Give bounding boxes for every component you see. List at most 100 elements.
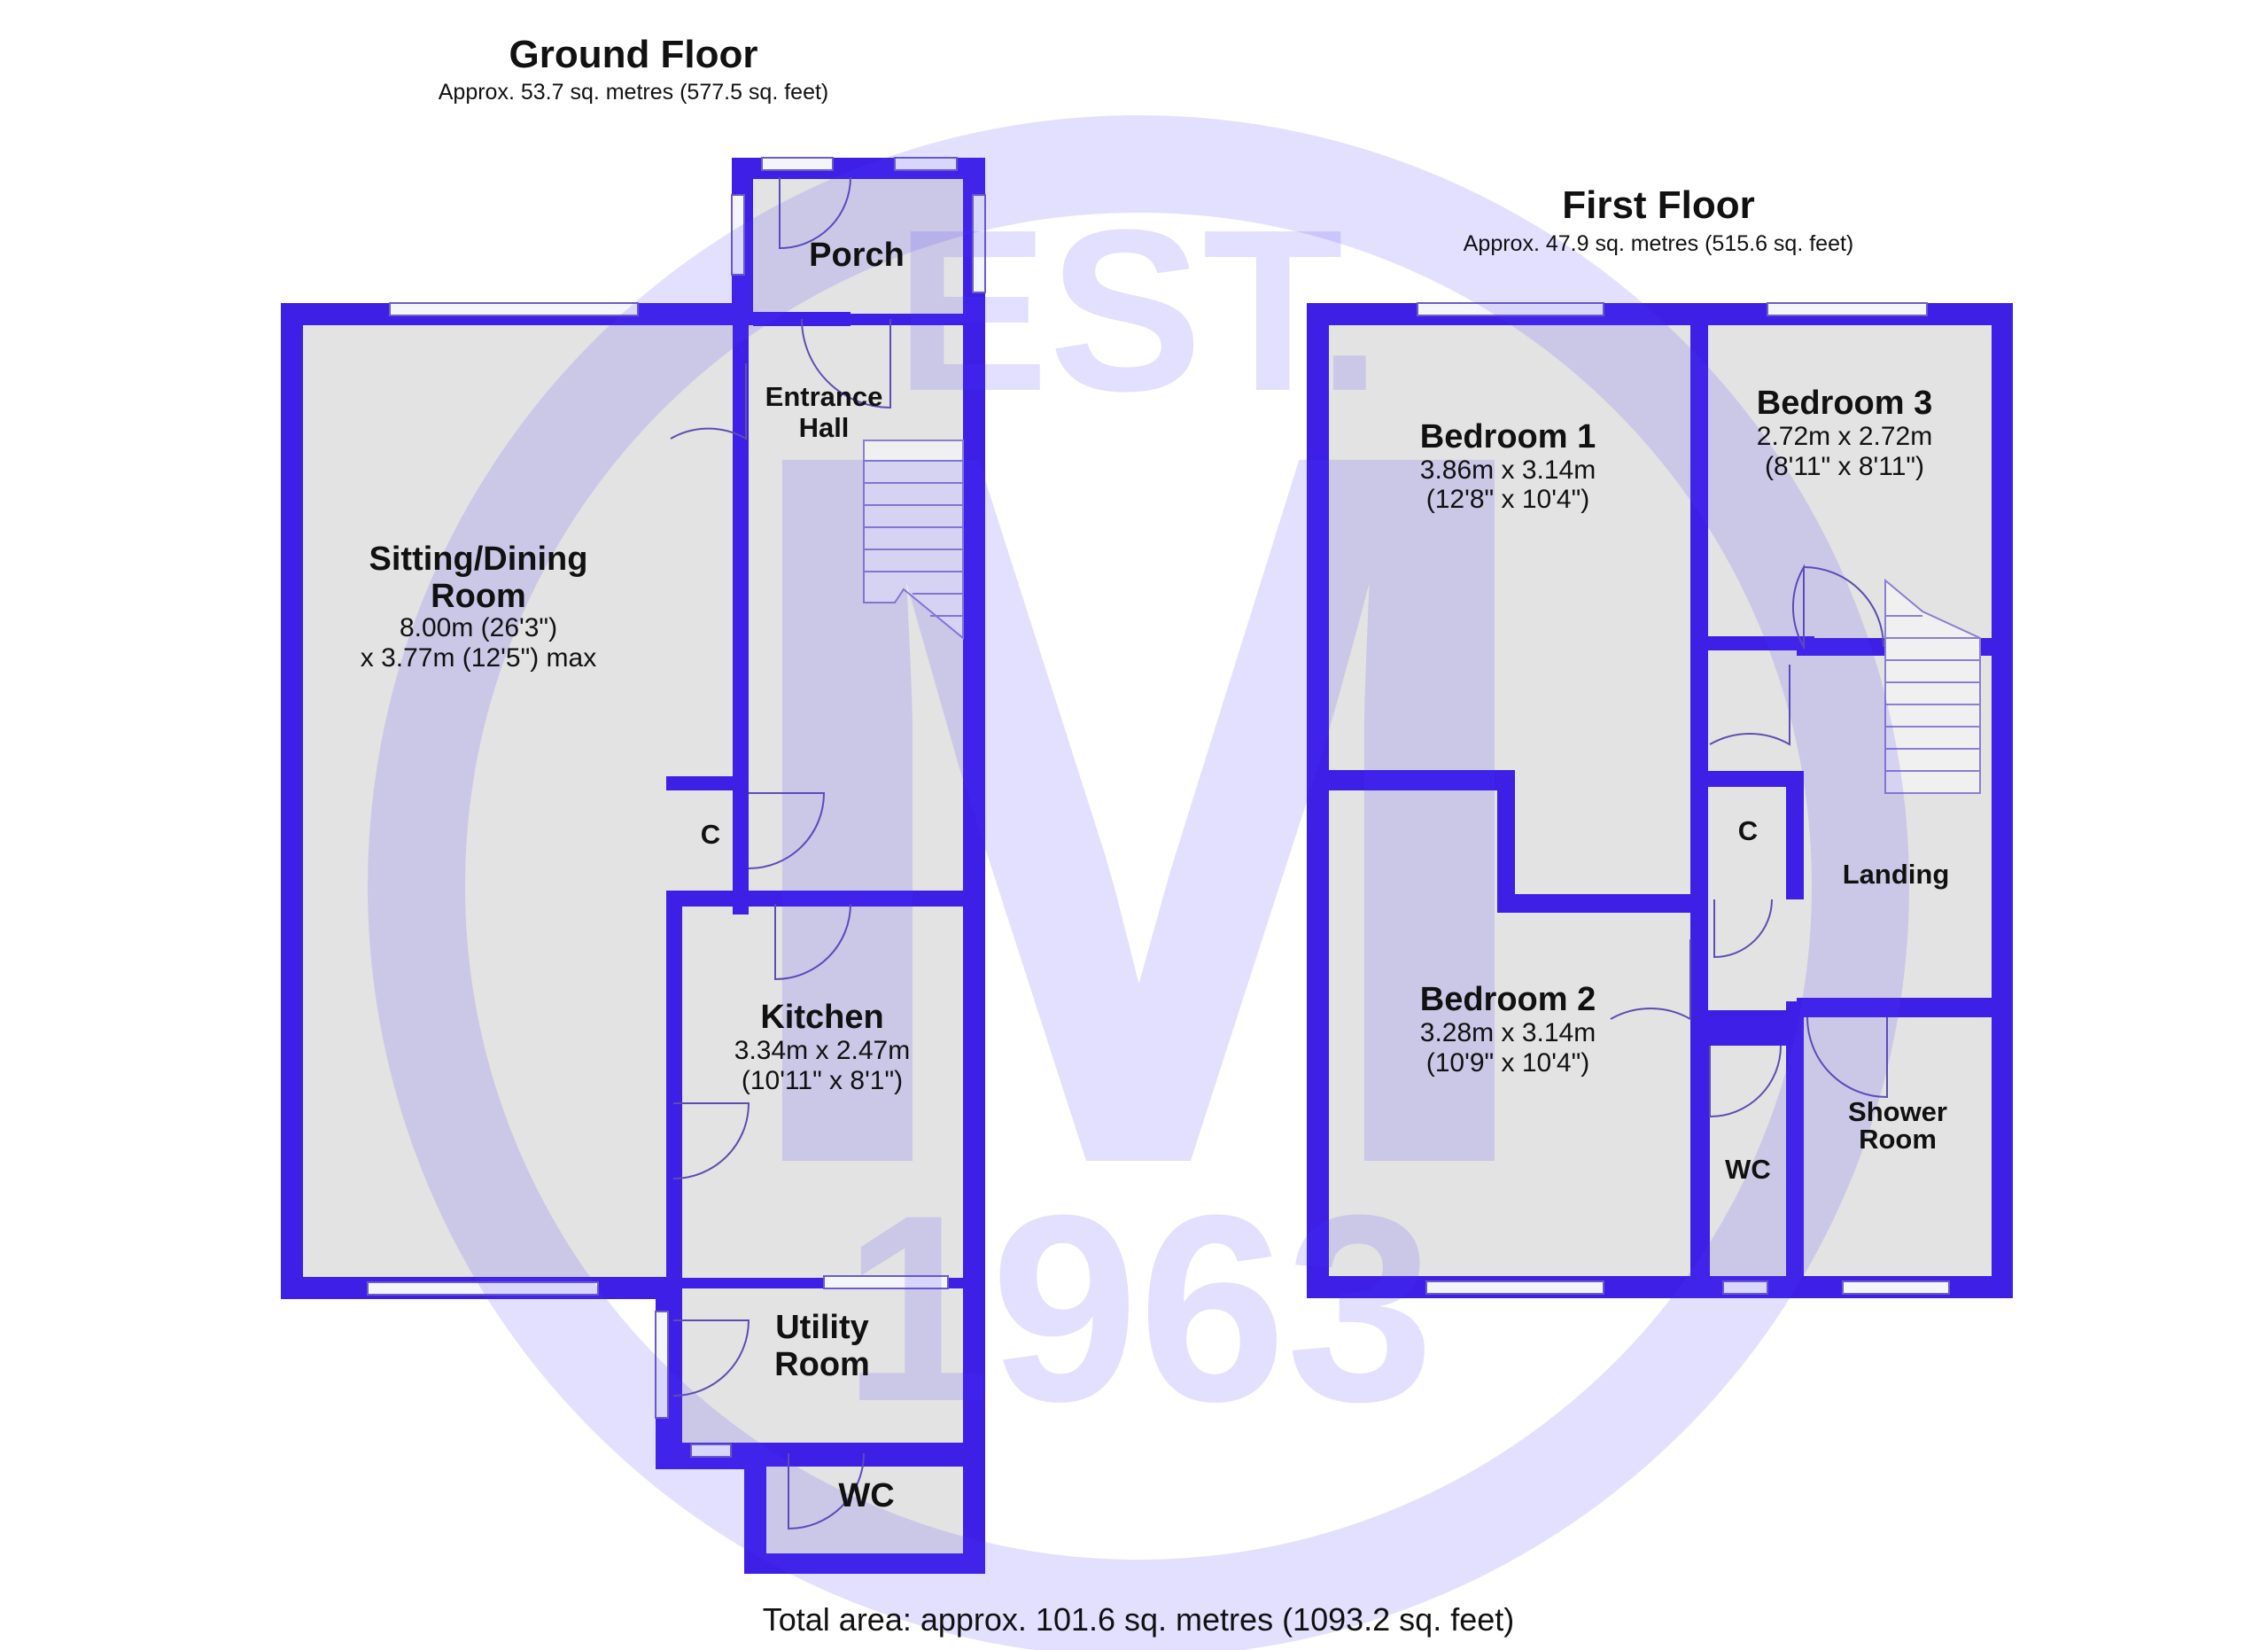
first-floor-plan — [1307, 302, 2013, 1298]
ff-bedroom2-dim-2: (10'9" x 10'4") — [1426, 1048, 1590, 1078]
gf-utility-label-1: Utility — [775, 1309, 869, 1346]
ff-wall-bed1-east — [1690, 771, 1708, 904]
ff-door-shower — [1806, 1016, 1888, 1099]
ff-floor-cupboard — [1708, 789, 1786, 895]
ff-bedroom1-dim-1: 3.86m x 3.14m — [1420, 455, 1596, 485]
ff-title: First Floor — [1562, 183, 1755, 227]
ff-bedroom2-dim-1: 3.28m x 3.14m — [1420, 1018, 1596, 1047]
gf-sitting-dim-2: x 3.77m (12'5") max — [361, 643, 596, 673]
ff-bedroom3-label: Bedroom 3 — [1757, 385, 1932, 422]
gf-wall-kitchen-west — [666, 891, 682, 1289]
gf-window-porch-left — [731, 194, 745, 276]
ff-shower-label-2: Room — [1859, 1124, 1937, 1155]
gf-title: Ground Floor — [509, 33, 757, 76]
gf-window-sitting-top — [389, 302, 639, 316]
watermark-letter: M — [714, 238, 1563, 1377]
gf-utility-label-2: Room — [774, 1346, 870, 1383]
gf-window-porch-top-right — [894, 157, 958, 171]
ff-door-bedroom3-arc — [1803, 566, 1884, 648]
ff-bedroom3-dim-2: (8'11" x 8'11") — [1765, 452, 1924, 481]
ff-window-bedroom2 — [1425, 1280, 1604, 1295]
gf-window-utility-left — [655, 1311, 669, 1419]
ff-window-wc — [1722, 1280, 1768, 1295]
ff-bedroom2-label: Bedroom 2 — [1420, 981, 1596, 1018]
ff-wall-bed1-bed3 — [1690, 303, 1708, 649]
gf-floor-porch — [753, 179, 963, 314]
gf-door-sitting — [670, 363, 747, 440]
ff-staircase — [1884, 578, 1981, 794]
gf-door-porch — [801, 318, 891, 409]
ff-floor-wc — [1710, 1046, 1786, 1276]
gf-wall-wc-top — [766, 1443, 963, 1455]
gf-window-porch-top-left — [761, 157, 834, 171]
gf-floor-utility — [682, 1288, 963, 1443]
gf-floor-wc — [766, 1467, 963, 1553]
ff-wall-bed1-bed2-a — [1320, 770, 1515, 788]
gf-floor-kitchen — [682, 907, 963, 1278]
watermark-logo: EST. M 1963 — [368, 115, 1909, 1650]
ff-floor-bedroom2-a — [1329, 790, 1497, 1276]
gf-door-kitchen — [774, 903, 851, 981]
ground-floor-plan — [281, 157, 986, 1574]
ff-bedroom1-label: Bedroom 1 — [1420, 418, 1596, 455]
gf-window-sitting-bottom — [367, 1281, 599, 1296]
gf-door-front — [779, 176, 851, 250]
ff-wall-bed2-wc — [1690, 1028, 1710, 1285]
gf-wall-cupboard-top — [666, 776, 749, 790]
gf-kitchen-dim-2: (10'11" x 8'1") — [742, 1066, 903, 1095]
gf-porch-label: Porch — [809, 237, 905, 274]
ff-bedroom3-dim-1: 2.72m x 2.72m — [1757, 422, 1932, 451]
gf-staircase — [863, 440, 964, 641]
gf-door-wc — [788, 1452, 865, 1530]
first-floor-labels: First Floor Approx. 47.9 sq. metres (515… — [1420, 183, 1950, 1185]
gf-window-utility-top — [823, 1275, 949, 1289]
ff-wall-bed1-bed2-c — [1497, 895, 1708, 913]
ff-door-wc — [1709, 1045, 1782, 1118]
ff-door-bedroom2 — [1610, 939, 1691, 1021]
ff-cupboard-label: C — [1738, 815, 1758, 846]
gf-door-cupboard — [748, 792, 826, 869]
gf-wc-label: WC — [838, 1477, 894, 1514]
ff-wall-cupboard-east — [1786, 771, 1804, 899]
gf-cupboard-label: C — [701, 819, 720, 850]
gf-sitting-label-1: Sitting/Dining — [369, 541, 588, 578]
gf-wall-kitchen-top — [666, 891, 963, 907]
ff-wall-shower-top — [1786, 1001, 1999, 1017]
gf-wall-sitting-east — [733, 454, 749, 915]
ff-area: Approx. 47.9 sq. metres (515.6 sq. feet) — [1464, 231, 1854, 256]
watermark-est: EST. — [895, 183, 1381, 440]
gf-window-porch-right — [972, 194, 986, 293]
ff-door-cupboard — [1713, 899, 1773, 959]
ff-door-bedroom3 — [1791, 564, 1805, 650]
ff-wall-bed1-bed2-b — [1497, 770, 1515, 912]
gf-sitting-dim-1: 8.00m (26'3") — [400, 613, 557, 642]
ground-floor-labels: Ground Floor Approx. 53.7 sq. metres (57… — [361, 33, 910, 1514]
gf-door-utility-back — [672, 1319, 750, 1397]
watermark-ring — [368, 115, 1909, 1650]
ff-wc-label: WC — [1725, 1154, 1771, 1185]
ff-floor-bedroom1-ext — [1515, 770, 1690, 894]
ff-wall-cupboard-top — [1690, 771, 1804, 787]
ff-bedroom1-dim-2: (12'8" x 10'4") — [1426, 485, 1590, 514]
gf-floor-sitting-dining — [303, 325, 733, 1277]
ff-wall-wc-shower — [1786, 1001, 1804, 1285]
ff-floor-bedroom1 — [1329, 325, 1690, 770]
gf-hall-label-2: Hall — [799, 412, 850, 443]
total-area: Total area: approx. 101.6 sq. metres (10… — [763, 1601, 1514, 1638]
ff-wall-bed3-bottom — [1690, 636, 1814, 650]
ff-window-shower — [1842, 1280, 1950, 1295]
ff-floor-bedroom3 — [1708, 325, 1992, 638]
ff-floor-shower — [1804, 1017, 1992, 1276]
gf-window-wc — [690, 1444, 732, 1458]
gf-hall-label-1: Entrance — [765, 381, 883, 412]
ff-window-bedroom1 — [1417, 302, 1604, 316]
gf-sitting-label-2: Room — [431, 578, 526, 615]
ff-door-bedroom1 — [1709, 665, 1790, 746]
ff-window-bedroom3 — [1767, 302, 1928, 316]
ff-shower-label-1: Shower — [1848, 1096, 1947, 1127]
gf-kitchen-dim-1: 3.34m x 2.47m — [734, 1036, 910, 1065]
gf-kitchen-label: Kitchen — [760, 999, 883, 1036]
gf-area: Approx. 53.7 sq. metres (577.5 sq. feet) — [439, 80, 829, 105]
ff-floor-bedroom2-b — [1497, 913, 1690, 1276]
